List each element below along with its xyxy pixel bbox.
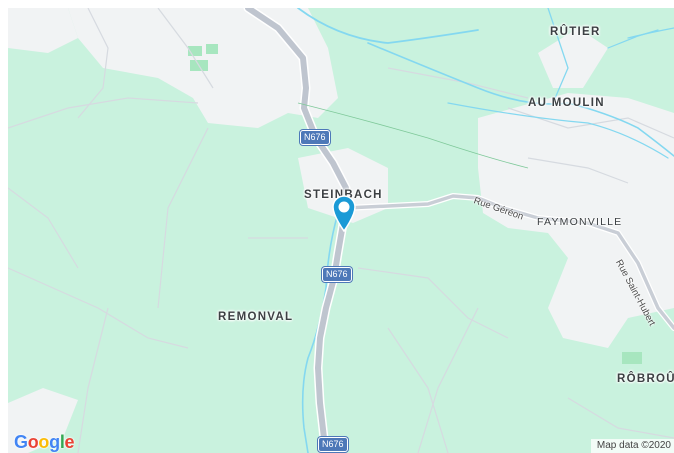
logo-letter: o	[27, 432, 39, 452]
road-shield-n676-middle: N676	[322, 267, 352, 282]
road-shield-n676-south: N676	[318, 437, 348, 452]
road-shield-n676-north: N676	[300, 130, 330, 145]
place-label-au-moulin: AU MOULIN	[528, 97, 605, 109]
place-label-robrou: RÔBROÛ	[617, 373, 674, 385]
place-label-steinbach: STEINBACH	[304, 189, 383, 201]
place-label-faymonville: FAYMONVILLE	[537, 216, 623, 228]
urban-area-southwest	[8, 388, 78, 453]
rail-line	[297, 102, 529, 169]
place-label-rutier: RÛTIER	[550, 26, 601, 38]
minor-roads	[8, 8, 674, 453]
urban-area-northwest	[8, 8, 78, 53]
logo-letter: g	[49, 432, 60, 452]
google-logo[interactable]: Google	[14, 432, 75, 453]
logo-letter: e	[64, 432, 75, 452]
map-pin-icon[interactable]	[331, 194, 357, 232]
logo-letter: o	[38, 432, 50, 452]
field-1	[188, 46, 202, 56]
field-2	[206, 44, 218, 54]
logo-letter: G	[14, 432, 28, 452]
logo-letter: l	[59, 432, 65, 452]
urban-area-rutier	[538, 28, 608, 88]
map-attribution[interactable]: Map data ©2020	[590, 439, 674, 453]
field-4	[622, 352, 642, 364]
map-layer	[8, 8, 674, 453]
map-canvas[interactable]: RÛTIER AU MOULIN STEINBACH FAYMONVILLE R…	[8, 8, 674, 453]
place-label-remonval: REMONVAL	[218, 311, 294, 323]
